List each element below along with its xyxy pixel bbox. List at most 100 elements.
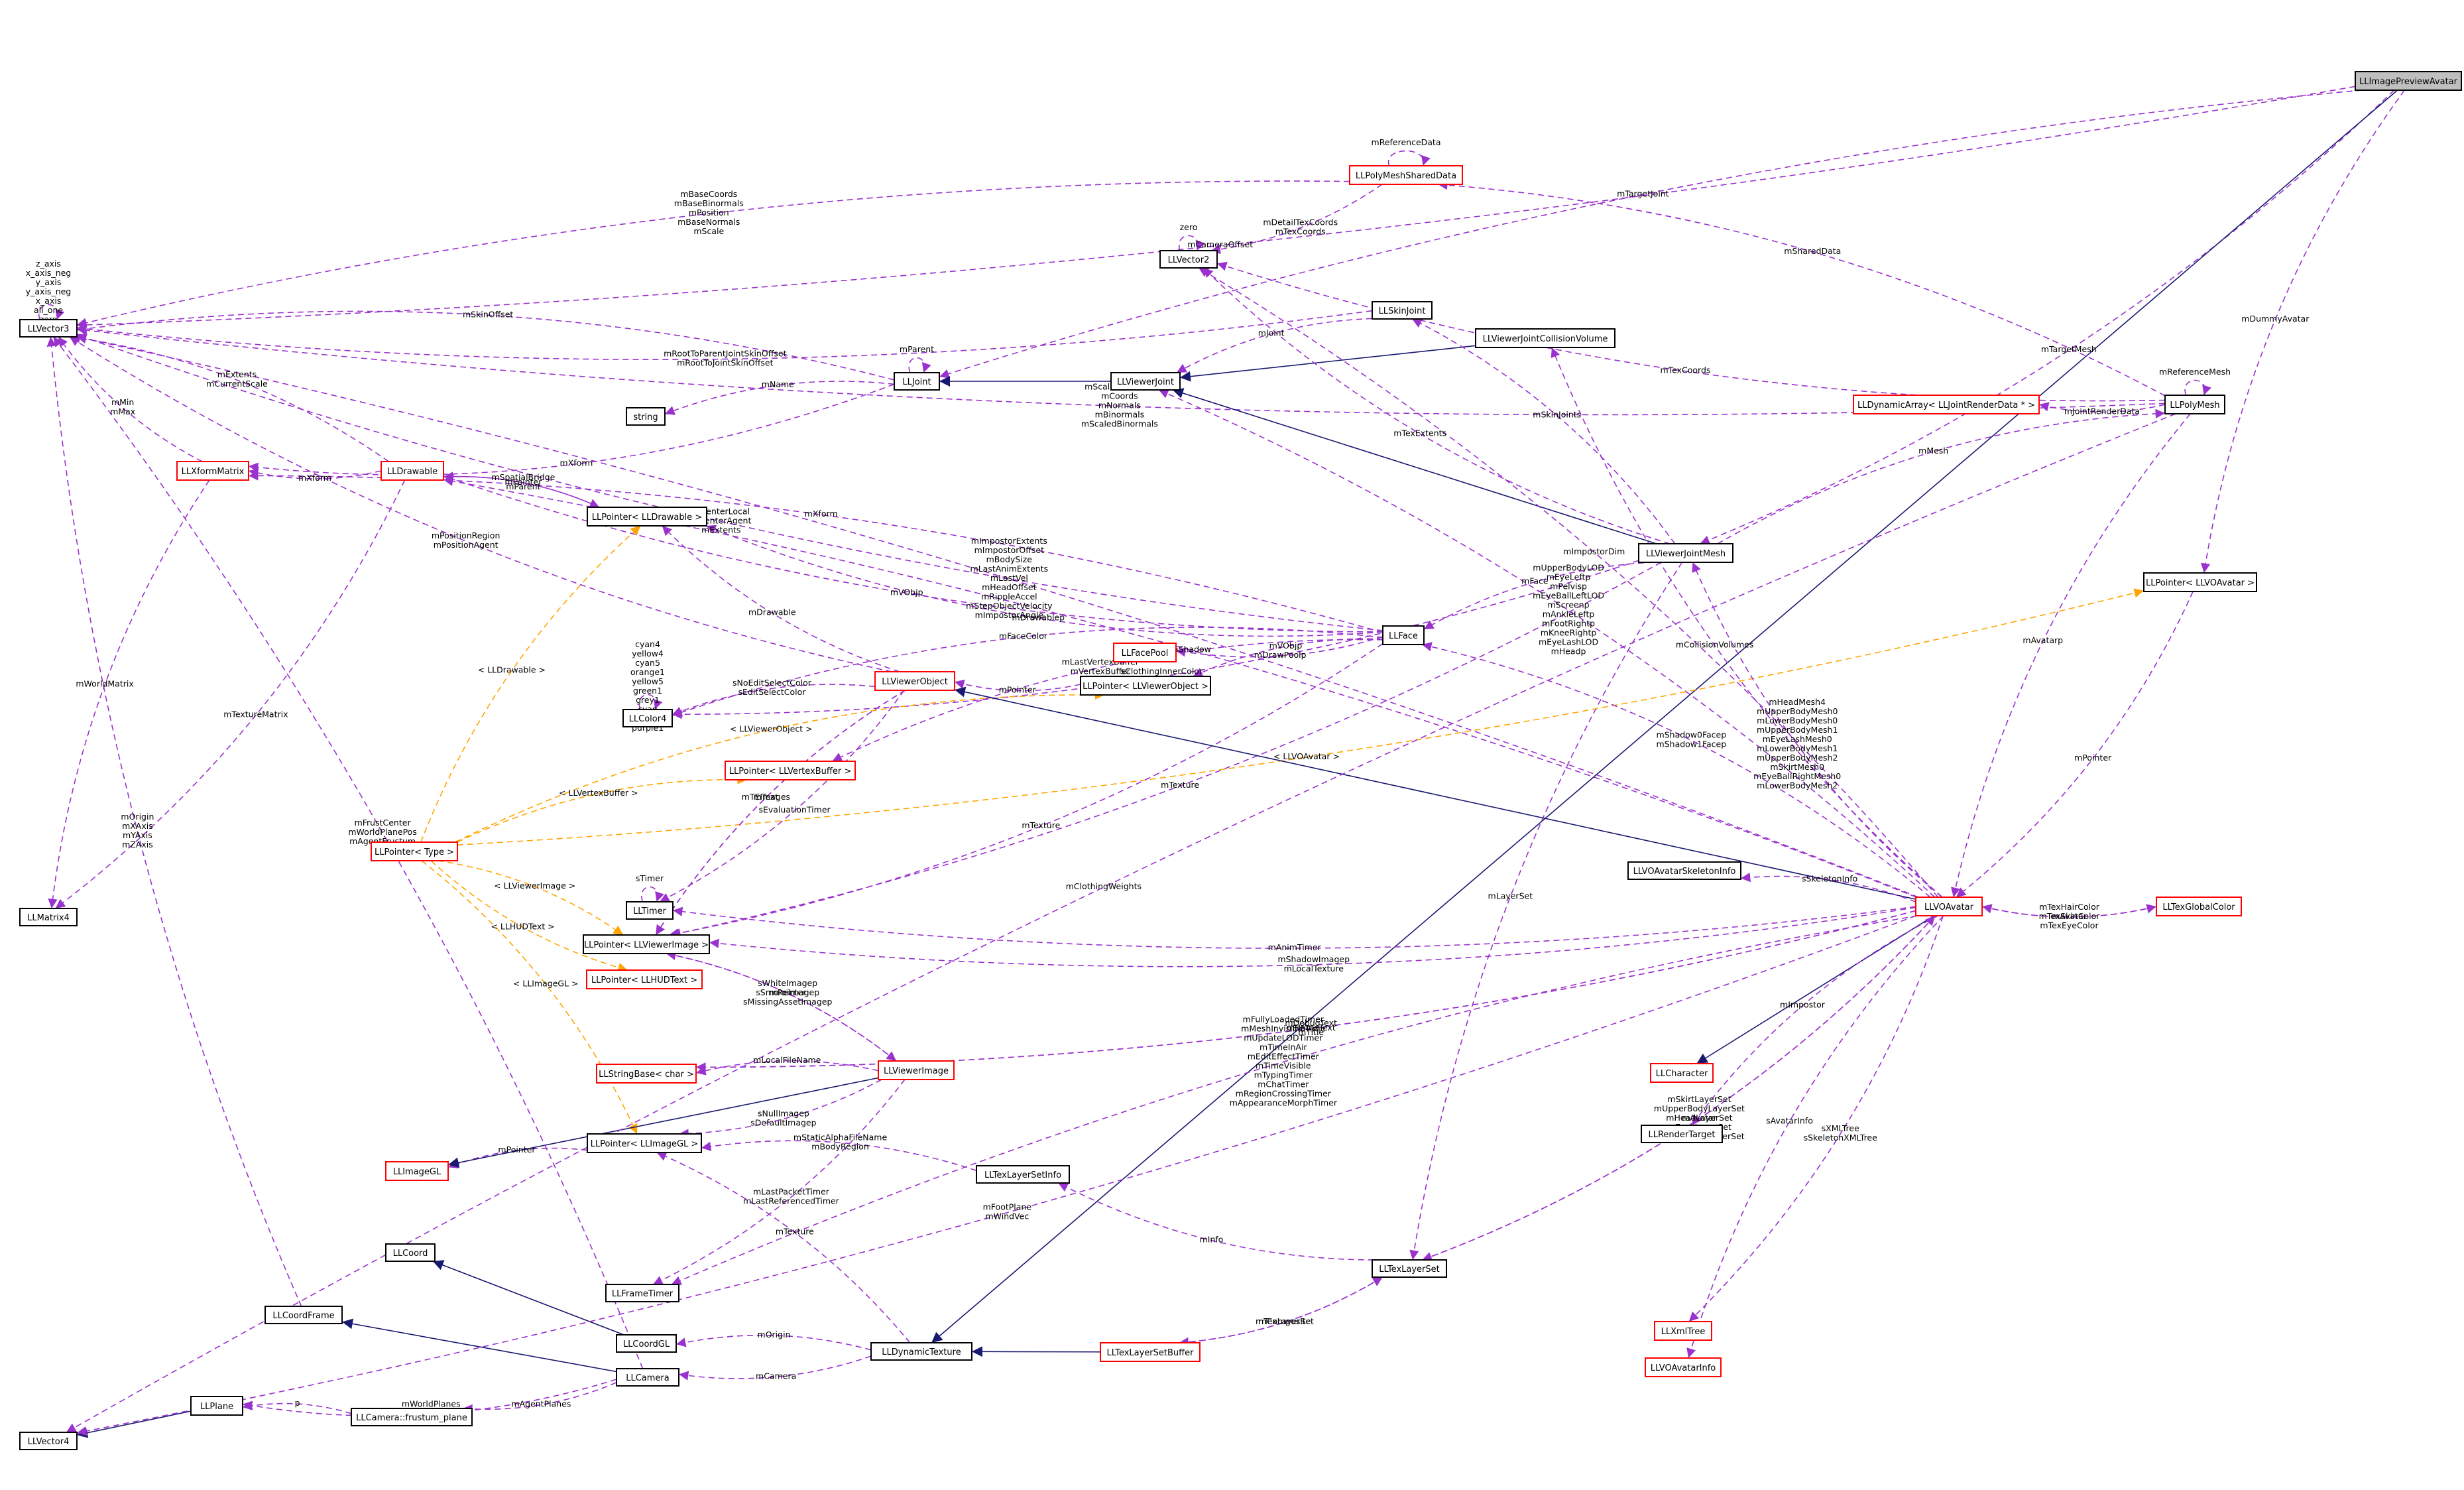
class-node-llvector3[interactable]: LLVector3 <box>19 319 78 338</box>
class-node-llvoavatarskeletoninfo[interactable]: LLVOAvatarSkeletonInfo <box>1627 861 1741 880</box>
class-node-llpointerviewerobject[interactable]: LLPointer< LLViewerObject > <box>1080 676 1211 696</box>
edge-llviewerimage-to-llimagegl <box>447 1077 879 1168</box>
class-node-llpolymesh[interactable]: LLPolyMesh <box>2164 395 2225 414</box>
edge-llface-to-llfacepool <box>1175 636 1383 658</box>
class-node-llpointerimagegl[interactable]: LLPointer< LLImageGL > <box>587 1133 702 1153</box>
edge-llpolymesh-to-llvector3 <box>76 325 2166 416</box>
class-node-llpointertype[interactable]: LLPointer< Type > <box>371 841 458 861</box>
class-node-label: LLVOAvatarSkeletonInfo <box>1633 867 1736 877</box>
edge-label: mCamera <box>756 1371 796 1381</box>
class-node-llface[interactable]: LLFace <box>1382 625 1425 645</box>
class-node-lltexlayersetbuffer[interactable]: LLTexLayerSetBuffer <box>1100 1342 1201 1362</box>
class-node-llpointerviewerimage[interactable]: LLPointer< LLViewerImage > <box>583 934 710 954</box>
edge-llvoavatar-to-llrendertarget <box>1691 915 1938 1126</box>
class-node-llcamera[interactable]: LLCamera <box>616 1368 679 1387</box>
class-node-llvoavatar[interactable]: LLVOAvatar <box>1915 897 1983 916</box>
class-node-llxformmatrix[interactable]: LLXformMatrix <box>176 461 249 481</box>
class-node-label: LLPointer< LLImageGL > <box>591 1139 699 1149</box>
edge-llpointertype-to-llpointerviewerimage <box>437 860 624 936</box>
class-node-label: LLPolyMesh <box>2170 401 2219 410</box>
class-node-llpointervoavatar[interactable]: LLPointer< LLVOAvatar > <box>2143 572 2257 592</box>
class-node-llframetimer[interactable]: LLFrameTimer <box>605 1284 679 1302</box>
class-node-llviewerimage[interactable]: LLViewerImage <box>878 1060 955 1080</box>
edge-llpointerdrawable-to-lldrawable <box>443 471 600 508</box>
class-node-llpointerhudtext[interactable]: LLPointer< LLHUDText > <box>586 969 703 989</box>
class-node-lltimer[interactable]: LLTimer <box>626 901 674 920</box>
edge-llxformmatrix-to-llmatrix4 <box>48 479 210 909</box>
edge-llimagepreviewavatar-to-llviewerjointmesh <box>1700 90 2395 545</box>
class-node-llvoavatarinfo[interactable]: LLVOAvatarInfo <box>1645 1357 1722 1377</box>
edge-llvoavatar-to-llxmltree <box>1688 915 1944 1322</box>
class-node-label: LLViewerImage <box>884 1066 949 1076</box>
edge-label: mDrawable <box>748 607 796 617</box>
class-node-llcoord[interactable]: LLCoord <box>385 1243 436 1262</box>
class-node-llviewerobject[interactable]: LLViewerObject <box>874 671 955 691</box>
class-node-label: LLPointer< Type > <box>375 847 454 857</box>
class-node-llpointervertexbuffer[interactable]: LLPointer< LLVertexBuffer > <box>725 761 856 780</box>
class-node-lldrawable[interactable]: LLDrawable <box>381 461 444 481</box>
class-node-llmatrix4[interactable]: LLMatrix4 <box>19 908 78 926</box>
edge-label: mAvatar <box>2052 911 2087 921</box>
class-node-llxmltree[interactable]: LLXmlTree <box>1654 1321 1712 1341</box>
edge-llviewerjointmesh-to-llpointerviewerimage <box>671 562 1662 938</box>
class-node-llstringbase[interactable]: LLStringBase< char > <box>596 1064 697 1084</box>
class-node-llvector4[interactable]: LLVector4 <box>19 1432 78 1450</box>
edge-llvoavatar-to-lltexlayerset <box>1422 915 1936 1261</box>
edge-llcoordframe-to-llvector3 <box>46 336 302 1307</box>
edge-llviewerobject-to-lltimer <box>659 690 905 902</box>
class-node-label: LLPointer< LLVOAvatar > <box>2146 578 2255 588</box>
edge-lljoint-to-llvector3 <box>76 310 895 381</box>
class-node-llimagegl[interactable]: LLImageGL <box>385 1161 449 1181</box>
class-node-label: LLDynamicTexture <box>882 1347 961 1357</box>
class-node-llcamerafrustum[interactable]: LLCamera::frustum_plane <box>351 1408 473 1426</box>
edge-label: mAvatarp <box>2023 635 2063 645</box>
class-node-llimagepreviewavatar[interactable]: LLImagePreviewAvatar <box>2355 71 2462 91</box>
edge-label: mTexCoords <box>1660 365 1710 375</box>
class-node-llplane[interactable]: LLPlane <box>190 1396 243 1416</box>
edge-llvoavatar-to-llvoavatarinfo <box>1686 915 1944 1359</box>
class-node-lljoint[interactable]: LLJoint <box>894 372 940 391</box>
class-node-label: LLFrameTimer <box>612 1289 674 1299</box>
class-node-lldynamicarrayjrd[interactable]: LLDynamicArray< LLJointRenderData * > <box>1853 395 2040 414</box>
edge-llpolymeshshareddata-to-llvector3 <box>76 180 1350 328</box>
class-node-llrendertarget[interactable]: LLRenderTarget <box>1641 1125 1723 1143</box>
edge-label: mAgentPlanes <box>511 1398 571 1408</box>
edge-label: mParent <box>900 344 934 354</box>
edge-label: mTexture <box>1161 780 1199 790</box>
edge-llskinjoint-to-llvector3 <box>76 310 1373 361</box>
class-node-llviewerjointmesh[interactable]: LLViewerJointMesh <box>1638 543 1733 563</box>
edge-llcolor4-to-llcolor4 <box>638 694 663 710</box>
edge-label: mLayerSet <box>1488 891 1533 900</box>
class-node-llcolor4[interactable]: LLColor4 <box>622 709 673 727</box>
class-node-lltexglobalcolor[interactable]: LLTexGlobalColor <box>2156 897 2242 916</box>
class-node-llpolymeshshareddata[interactable]: LLPolyMeshSharedData <box>1349 165 1463 185</box>
edge-label: sSkeletonInfo <box>1802 874 1857 884</box>
class-node-label: LLVector2 <box>1168 255 1210 265</box>
class-node-llcoordgl[interactable]: LLCoordGL <box>616 1334 677 1353</box>
class-node-label: LLViewerJointCollisionVolume <box>1483 334 1608 344</box>
edge-llvoavatar-to-llviewerjointmesh <box>1692 562 1943 898</box>
class-node-llcharacter[interactable]: LLCharacter <box>1650 1063 1714 1083</box>
class-node-llvector2[interactable]: LLVector2 <box>1159 250 1218 269</box>
edge-llvoavatar-to-lltexglobalcolor <box>1981 904 2157 918</box>
class-node-llcoordframe[interactable]: LLCoordFrame <box>264 1306 343 1324</box>
class-node-llfacepool[interactable]: LLFacePool <box>1113 643 1177 662</box>
class-node-string[interactable]: string <box>626 407 666 426</box>
class-node-llpointerdrawable[interactable]: LLPointer< LLDrawable > <box>587 507 707 527</box>
edge-label: mVObjp <box>1269 641 1303 651</box>
edge-label: mTexture <box>776 1227 814 1237</box>
class-node-llskinjoint[interactable]: LLSkinJoint <box>1372 301 1433 320</box>
class-node-lldynamictexture[interactable]: LLDynamicTexture <box>870 1342 972 1361</box>
class-node-lltexlayerset[interactable]: LLTexLayerSet <box>1372 1259 1447 1278</box>
class-node-label: LLPointer< LLViewerImage > <box>584 940 709 950</box>
class-node-label: LLTexGlobalColor <box>2162 902 2235 912</box>
edge-llpolymesh-to-lldynamicarrayjrd <box>2038 402 2166 413</box>
class-node-llviewerjointcollisionvolume[interactable]: LLViewerJointCollisionVolume <box>1475 328 1615 348</box>
edge-label: sEvaluationTimer <box>758 805 831 815</box>
edge-llvoavatar-to-llvector4 <box>76 915 1916 1436</box>
class-node-llviewerjoint[interactable]: LLViewerJoint <box>1110 372 1181 391</box>
edge-label: mComposite <box>1259 1316 1311 1326</box>
class-node-lltexlayersetinfo[interactable]: LLTexLayerSetInfo <box>976 1165 1070 1184</box>
